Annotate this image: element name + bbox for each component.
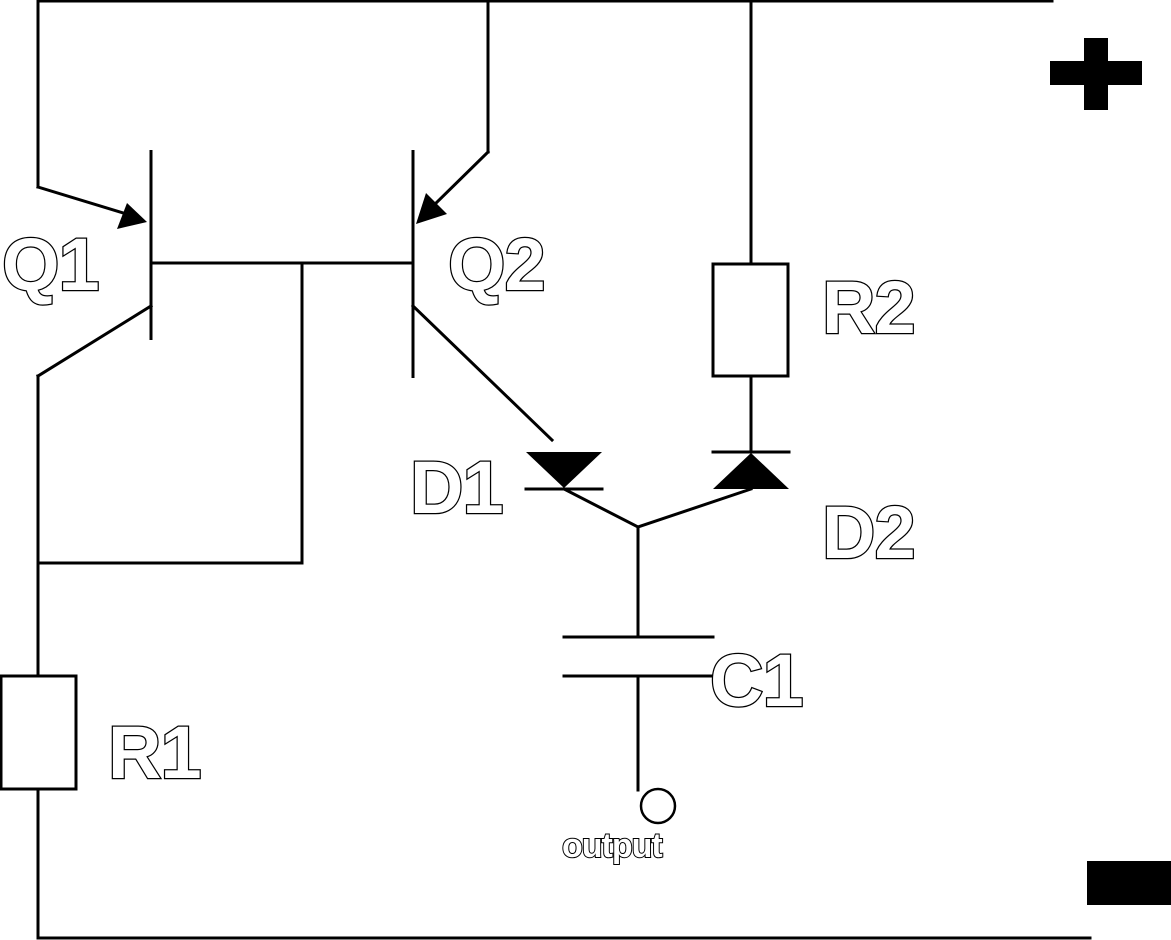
diode-d1 [524, 452, 604, 491]
transistor-q2 [410, 0, 555, 443]
label-output: output [562, 827, 662, 865]
label-q2: Q2 [448, 223, 545, 306]
minus-terminal-icon [1087, 861, 1171, 905]
label-c1: C1 [710, 639, 803, 722]
negative-rail [36, 788, 1092, 940]
label-q1: Q1 [2, 223, 99, 306]
diode-junction [561, 486, 753, 639]
resistor-r2-branch [711, 0, 790, 454]
label-d1: D1 [410, 446, 503, 529]
label-r2: R2 [822, 266, 915, 349]
plus-terminal-icon [1050, 38, 1142, 110]
output-terminal-icon [639, 787, 677, 825]
base-connection [36, 261, 415, 565]
transistor-q1 [35, 150, 154, 678]
positive-rail [36, 0, 1054, 189]
label-r1: R1 [108, 711, 201, 794]
resistor-r2 [711, 262, 790, 378]
diode-d2 [711, 450, 791, 489]
capacitor-c1 [562, 635, 715, 792]
label-d2: D2 [822, 491, 915, 574]
resistor-r1 [0, 674, 78, 791]
